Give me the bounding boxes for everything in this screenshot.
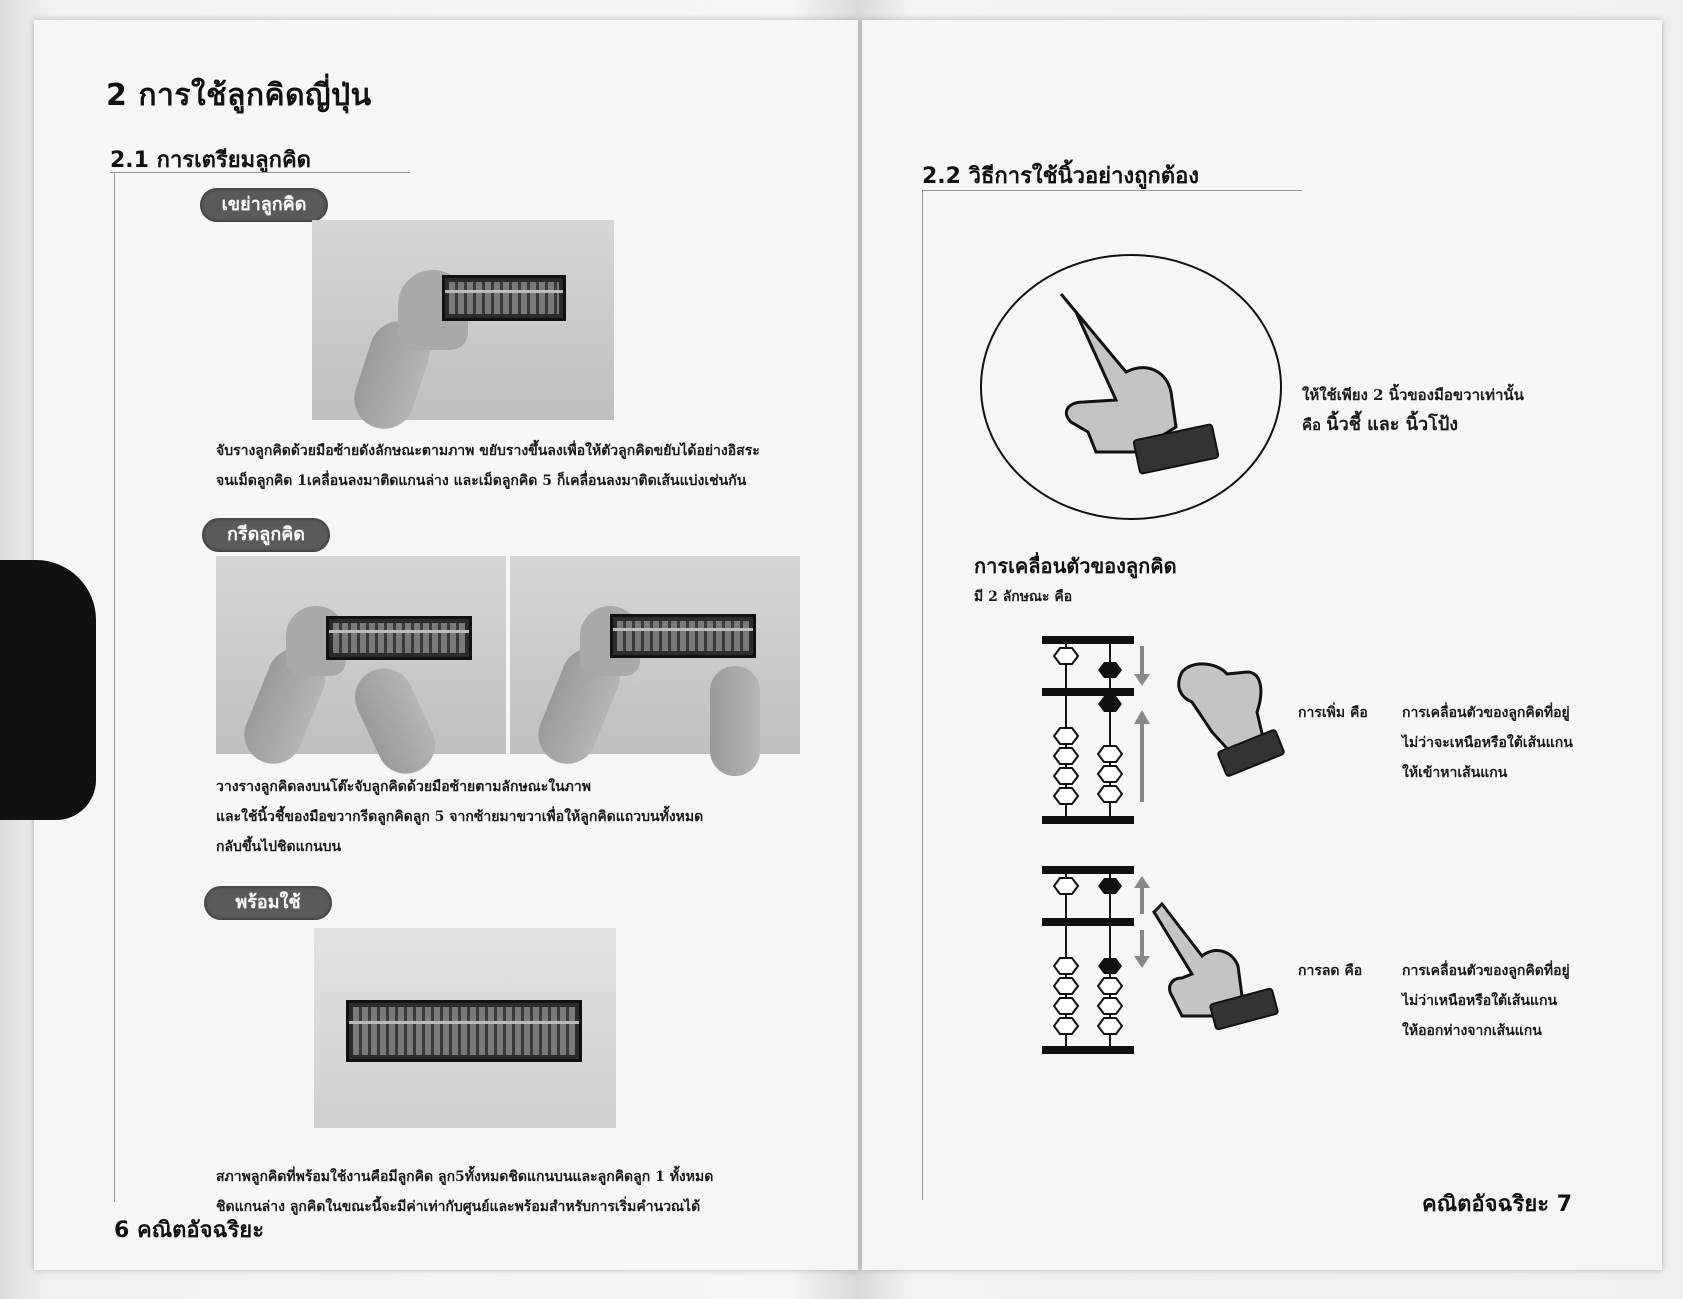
finger-text-1: ให้ใช้เพียง 2 นิ้วของมือขวาเท่านั้น bbox=[1302, 386, 1524, 404]
section-title: 2 การใช้ลูกคิดญี่ปุ่น bbox=[106, 78, 372, 113]
margin-rule bbox=[922, 190, 923, 1200]
step-swipe-label: กรีดลูกคิด bbox=[202, 518, 330, 552]
title-rule bbox=[110, 172, 410, 173]
ready-photo bbox=[314, 928, 616, 1128]
shake-photo bbox=[312, 220, 614, 437]
left-page: 2 การใช้ลูกคิดญี่ปุ่น 2.1 การเตรียมลูกคิ… bbox=[34, 20, 858, 1270]
book-title: คณิตอัจฉริยะ bbox=[1422, 1192, 1550, 1217]
left-page-footer: 6 คณิตอัจฉริยะ bbox=[114, 1212, 264, 1247]
step-ready-label: พร้อมใช้ bbox=[204, 886, 332, 920]
shake-caption-2: จนเม็ดลูกคิด 1เคลื่อนลงมาติดแกนล่าง และเ… bbox=[216, 473, 747, 489]
sleeve-icon bbox=[1217, 729, 1285, 777]
subtract-line-3: ให้ออกห่างจากเส้นแกน bbox=[1402, 1023, 1542, 1039]
movement-subtitle: มี 2 ลักษณะ คือ bbox=[974, 589, 1073, 605]
subsection-title: 2.1 การเตรียมลูกคิด bbox=[110, 148, 311, 173]
add-line-1: การเคลื่อนตัวของลูกคิดที่อยู่ bbox=[1402, 705, 1570, 721]
finger-text-2: คือ นิ้วชี้ และ นิ้วโป้ง bbox=[1302, 410, 1458, 440]
add-line-3: ให้เข้าหาเส้นแกน bbox=[1402, 765, 1508, 781]
abacus-image bbox=[610, 614, 756, 658]
shake-caption-1: จับรางลูกคิดด้วยมือซ้ายดังลักษณะตามภาพ ข… bbox=[216, 443, 760, 459]
subsection-title: 2.2 วิธีการใช้นิ้วอย่างถูกต้อง bbox=[922, 164, 1200, 189]
abacus-image bbox=[346, 1000, 582, 1062]
pointing-hand-icon bbox=[1152, 901, 1244, 1018]
add-term: การเพิ่ม คือ bbox=[1298, 705, 1368, 721]
swipe-photo-1 bbox=[216, 556, 506, 784]
swipe-photo-2 bbox=[510, 556, 800, 776]
pointing-hand-icon bbox=[1059, 293, 1178, 454]
title-rule bbox=[922, 190, 1302, 191]
book-title: คณิตอัจฉริยะ bbox=[136, 1218, 265, 1243]
right-page-footer: คณิตอัจฉริยะ 7 bbox=[1422, 1186, 1572, 1221]
arm-shape bbox=[345, 658, 445, 784]
page-number: 6 bbox=[114, 1218, 130, 1243]
subtract-term: การลด คือ bbox=[1298, 963, 1363, 979]
finger-illustration bbox=[980, 254, 1282, 520]
arm-shape bbox=[710, 666, 760, 776]
finger-text-prefix: คือ bbox=[1302, 416, 1322, 434]
add-line-2: ไม่ว่าจะเหนือหรือใต้เส้นแกน bbox=[1402, 735, 1573, 751]
ready-caption-2: ชิดแกนล่าง ลูกคิดในขณะนี้จะมีค่าเท่ากับศ… bbox=[216, 1199, 701, 1215]
swipe-caption-2: และใช้นิ้วชี้ของมือขวากรีดลูกคิดลูก 5 จา… bbox=[216, 809, 704, 825]
subtract-line-2: ไม่ว่าเหนือหรือใต้เส้นแกน bbox=[1402, 993, 1558, 1009]
thumb-silhouette bbox=[0, 560, 96, 820]
step-shake-label: เขย่าลูกคิด bbox=[200, 188, 328, 222]
finger-text-fingers: นิ้วชี้ และ นิ้วโป้ง bbox=[1326, 414, 1459, 435]
ready-caption-1: สภาพลูกคิดที่พร้อมใช้งานคือมีลูกคิด ลูก5… bbox=[216, 1169, 714, 1185]
sleeve-icon bbox=[1132, 423, 1220, 475]
subtract-diagram bbox=[1042, 866, 1279, 1054]
subtract-line-1: การเคลื่อนตัวของลูกคิดที่อยู่ bbox=[1402, 963, 1570, 979]
swipe-caption-3: กลับขึ้นไปชิดแกนบน bbox=[216, 839, 342, 855]
sleeve-icon bbox=[1209, 987, 1279, 1031]
pinch-hand-icon bbox=[1177, 662, 1266, 756]
page-number: 7 bbox=[1556, 1192, 1573, 1217]
abacus-image bbox=[442, 275, 566, 321]
swipe-caption-1: วางรางลูกคิดลงบนโต๊ะจับลูกคิดด้วยมือซ้าย… bbox=[216, 779, 591, 795]
add-diagram bbox=[1042, 636, 1285, 824]
abacus-image bbox=[326, 616, 472, 660]
margin-rule bbox=[114, 172, 115, 1202]
right-page: 2.2 วิธีการใช้นิ้วอย่างถูกต้อง ให้ใช้เพี… bbox=[862, 20, 1662, 1270]
movement-title: การเคลื่อนตัวของลูกคิด bbox=[974, 554, 1177, 578]
